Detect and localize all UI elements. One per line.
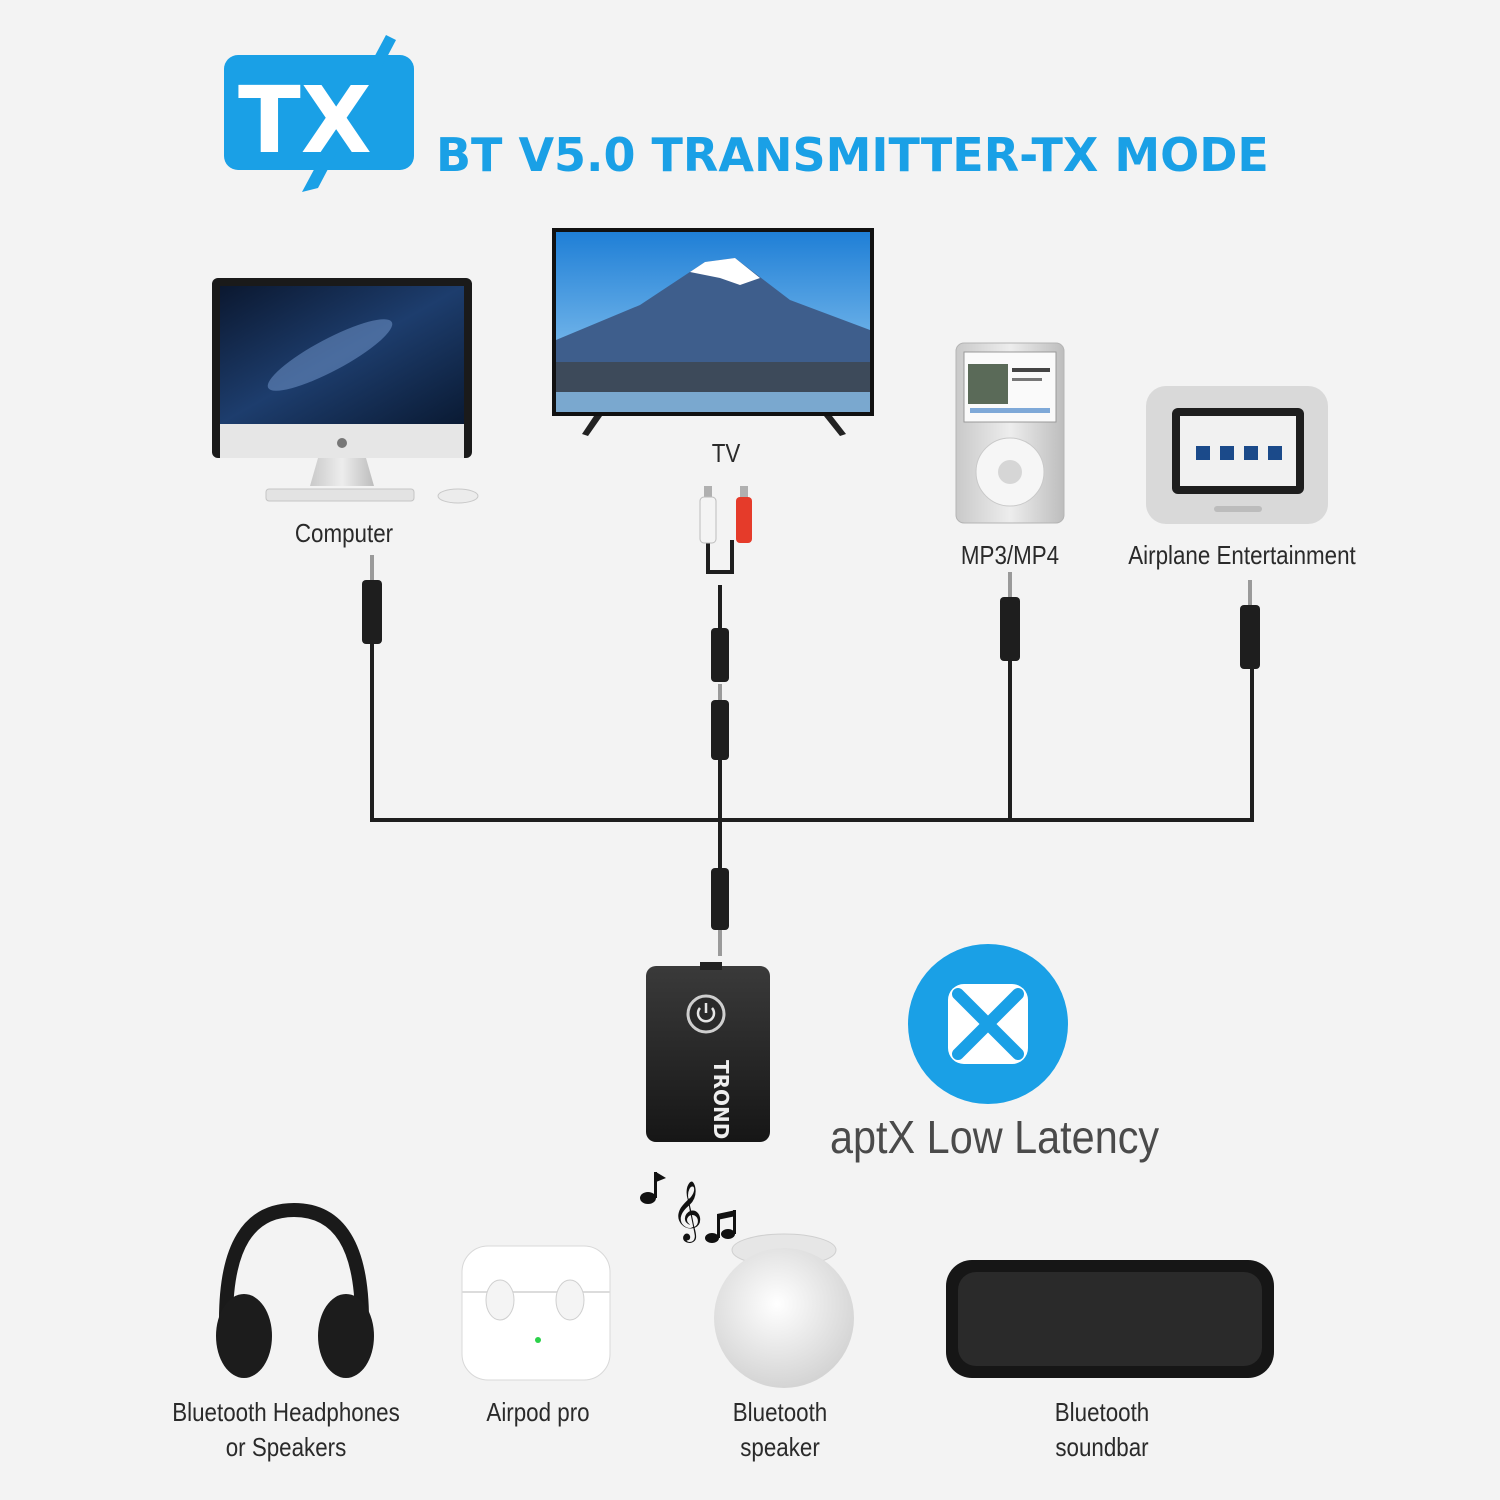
tx-badge-icon: TX	[224, 35, 414, 192]
label-airplane: Airplane Entertainment	[1128, 540, 1356, 570]
svg-text:𝄞: 𝄞	[672, 1181, 703, 1243]
label-mp3: MP3/MP4	[960, 540, 1060, 570]
label-speaker-line2: speaker	[740, 1432, 820, 1462]
music-notes-icon: 𝄞	[640, 1172, 736, 1243]
label-headphones-line1: Bluetooth Headphones	[172, 1397, 400, 1427]
soundbar-icon	[946, 1260, 1274, 1378]
audio-cables	[370, 540, 1254, 870]
label-speaker-line1: Bluetooth	[732, 1397, 828, 1427]
airplane-screen-icon	[1146, 386, 1328, 524]
adapter-socket	[711, 628, 729, 682]
device-brand: TROND	[709, 1060, 733, 1139]
rca-plug-red	[736, 486, 752, 543]
adapter-plug	[711, 684, 729, 760]
label-airpod: Airpod pro	[486, 1397, 590, 1427]
computer-icon	[212, 278, 479, 504]
plug-airplane	[1240, 580, 1260, 669]
label-soundbar-line2: soundbar	[1055, 1432, 1149, 1462]
transmitter-plug	[711, 868, 729, 956]
plug-computer	[362, 555, 382, 644]
label-tv: TV	[711, 438, 741, 468]
aptx-icon	[908, 944, 1068, 1104]
aptx-label: aptX Low Latency	[830, 1111, 1160, 1163]
label-soundbar-line1: Bluetooth	[1054, 1397, 1150, 1427]
transmitter-device: TROND	[646, 962, 770, 1142]
label-headphones-line2: or Speakers	[225, 1432, 347, 1462]
airpods-case-icon	[461, 1245, 611, 1381]
plug-mp3	[1000, 572, 1020, 661]
page-title: BT V5.0 TRANSMITTER-TX MODE	[436, 128, 1269, 182]
rca-plug-white	[699, 486, 717, 544]
tv-icon	[552, 228, 874, 436]
mp3-player-icon	[955, 342, 1065, 524]
power-icon	[696, 1003, 716, 1023]
speaker-icon	[714, 1233, 854, 1388]
label-computer: Computer	[294, 518, 394, 548]
tx-badge-label: TX	[238, 67, 372, 174]
headphones-icon	[216, 1202, 374, 1378]
